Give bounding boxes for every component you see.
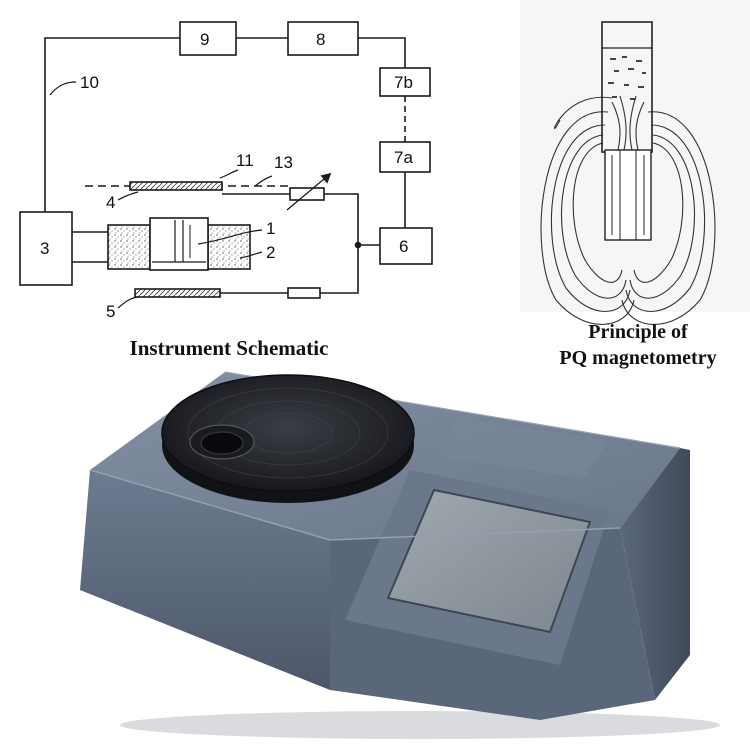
- wire-8-7b: [358, 37, 406, 68]
- field-line: [629, 95, 637, 151]
- field-line: [553, 96, 613, 129]
- resistor-lower: [287, 287, 321, 299]
- pq-principle-diagram: [520, 0, 750, 325]
- device-right-side: [620, 448, 690, 700]
- field-line: [633, 142, 684, 283]
- box-8: [287, 21, 359, 56]
- label-4: 4: [106, 193, 115, 212]
- sample-disc[interactable]: [161, 374, 415, 492]
- magnet-left: [107, 224, 151, 270]
- box-3: [19, 211, 73, 286]
- field-line: [550, 124, 631, 312]
- display-screen[interactable]: [386, 488, 592, 634]
- field-line: [560, 134, 627, 299]
- label-8: 8: [316, 30, 325, 49]
- label-9: 9: [200, 30, 209, 49]
- label-13: 13: [274, 153, 293, 172]
- field-line: [611, 101, 621, 151]
- device-shadow: [120, 711, 720, 739]
- label-3: 3: [40, 239, 49, 258]
- box-7b: [379, 67, 431, 97]
- instrument-schematic: [19, 21, 433, 309]
- plate-5: [134, 288, 221, 298]
- wire-10: [44, 37, 180, 212]
- principle-caption-line1: Principle of: [588, 321, 688, 343]
- label-1: 1: [266, 219, 275, 238]
- label-7a: 7a: [394, 148, 413, 167]
- principle-caption-line2: PQ magnetometry: [559, 347, 716, 369]
- field-line: [629, 134, 696, 299]
- field-line: [572, 142, 623, 283]
- schematic-labels: 9 8 7b 7a 6 3 10 11 13 4 1 2 5: [40, 30, 413, 321]
- schematic-caption: Instrument Schematic: [130, 336, 329, 360]
- plate-4: [129, 181, 223, 191]
- magnet-right: [207, 224, 251, 270]
- instrument-photo: [80, 371, 720, 739]
- label-5: 5: [106, 302, 115, 321]
- box-7a: [379, 141, 431, 173]
- field-line: [621, 111, 716, 325]
- box-9: [179, 21, 237, 56]
- device-label-area: [445, 418, 608, 478]
- sample-well-hole: [200, 431, 244, 455]
- field-line: [540, 111, 635, 325]
- label-6: 6: [399, 237, 408, 256]
- label-10: 10: [80, 73, 99, 92]
- field-line: [635, 101, 645, 151]
- label-11: 11: [236, 151, 254, 170]
- sensor-coil: [604, 149, 652, 241]
- box-6: [379, 227, 433, 265]
- device-front-left: [80, 470, 330, 690]
- sample-liquid: [608, 56, 646, 100]
- label-7b: 7b: [394, 73, 413, 92]
- field-line: [619, 95, 627, 151]
- field-line: [625, 124, 706, 312]
- label-2: 2: [266, 243, 275, 262]
